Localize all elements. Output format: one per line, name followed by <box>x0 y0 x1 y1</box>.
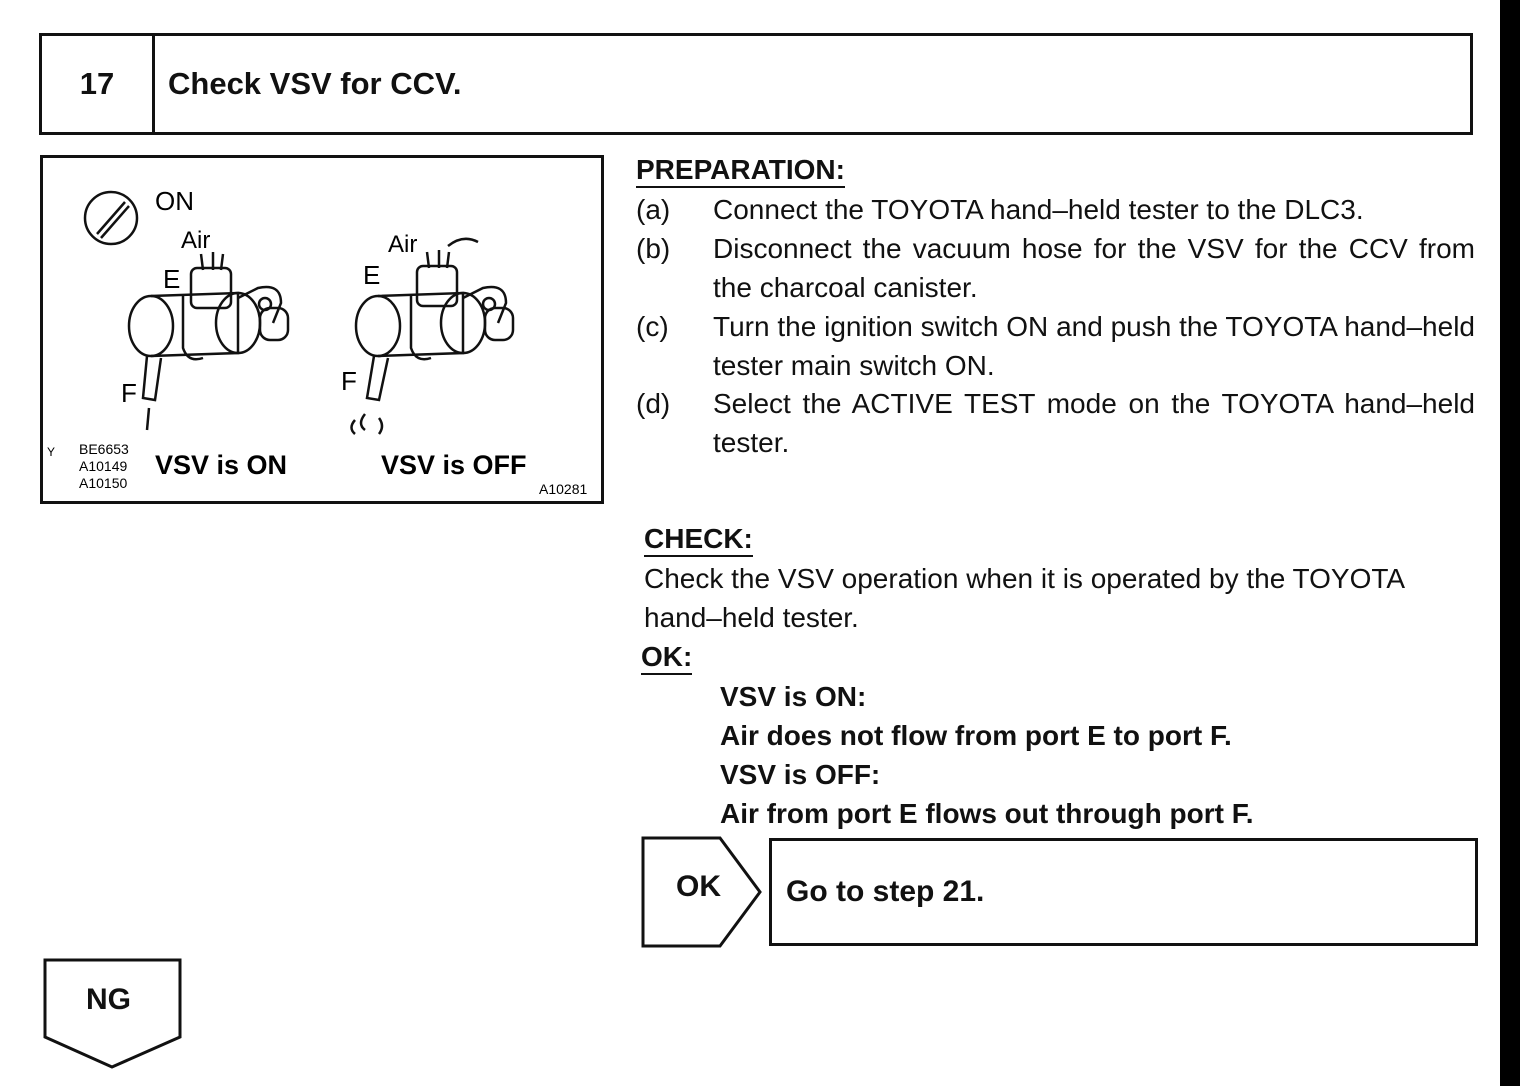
port-e-label-right: E <box>363 260 380 290</box>
ok-arrow-label: OK <box>676 870 721 903</box>
step-header: 17 Check VSV for CCV. <box>39 33 1473 135</box>
vsv-figure: ON Air Air E E F F VSV is ON VSV is OFF … <box>40 155 604 504</box>
switch-on-label: ON <box>155 186 194 216</box>
ok-line-2: Air does not flow from port E to port F. <box>720 720 1232 751</box>
caption-vsv-off: VSV is OFF <box>381 450 527 480</box>
preparation-heading: PREPARATION: <box>636 150 845 189</box>
ok-heading: OK: <box>641 637 693 676</box>
step-title: Check VSV for CCV. <box>168 66 462 101</box>
ng-arrow-label: NG <box>86 983 131 1016</box>
ref-code-3: A10150 <box>79 475 127 491</box>
ref-main: A10281 <box>539 481 587 497</box>
port-f-label-left: F <box>121 378 137 408</box>
go-to-step-text: Go to step 21. <box>786 875 985 908</box>
caption-vsv-on: VSV is ON <box>155 450 287 480</box>
right-edge-bar <box>1500 0 1520 1086</box>
ref-y: Y <box>47 445 55 459</box>
check-text: Check the VSV operation when it is opera… <box>644 563 1404 633</box>
ok-line-3: VSV is OFF: <box>720 759 881 790</box>
go-to-step-box: Go to step 21. <box>769 838 1478 946</box>
air-label-right: Air <box>388 231 417 258</box>
ok-arrow-icon <box>641 836 762 948</box>
ok-line-4: Air from port E flows out through port F… <box>720 798 1254 829</box>
port-e-label-left: E <box>163 264 180 294</box>
step-number: 17 <box>42 36 155 132</box>
check-heading: CHECK: <box>644 519 753 558</box>
ref-code-1: BE6653 <box>79 441 129 457</box>
ok-line-1: VSV is ON: <box>720 681 867 712</box>
ignition-switch-icon <box>83 190 139 246</box>
vsv-illustration: ON Air Air E E F F VSV is ON VSV is OFF … <box>47 186 587 497</box>
air-label-left: Air <box>181 227 210 254</box>
vsv-left-icon <box>127 252 290 431</box>
vsv-right-icon <box>350 237 515 435</box>
ref-code-2: A10149 <box>79 458 127 474</box>
ng-arrow-icon <box>43 958 182 1069</box>
port-f-label-right: F <box>341 366 357 396</box>
